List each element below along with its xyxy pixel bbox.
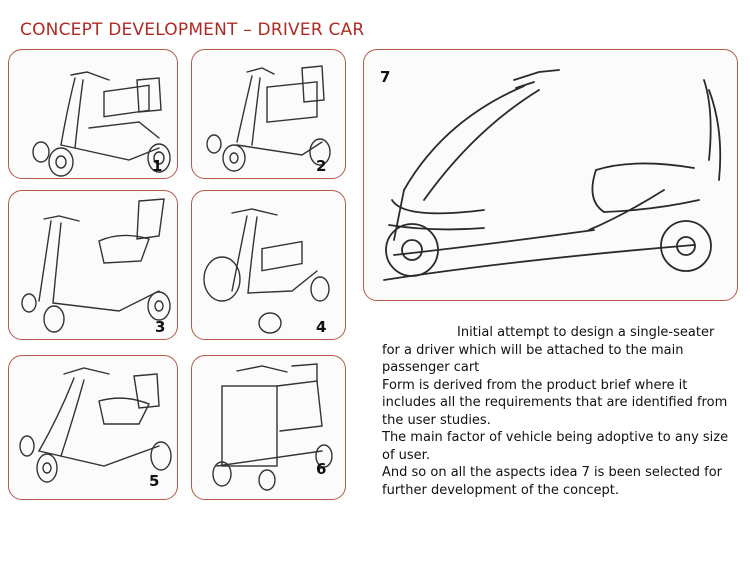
sketch-number: 6: [316, 460, 327, 478]
sketch-number: 7: [380, 68, 391, 86]
scooter-sketch-7: [383, 69, 722, 281]
sketch-panel-3: 3: [8, 190, 178, 340]
sketch-panel-5: 5: [8, 355, 178, 500]
sketch-number: 1: [152, 157, 163, 175]
sketch-number: 5: [149, 472, 160, 490]
sketch-panel-1: 1: [8, 49, 178, 179]
scooter-sketch-5: [19, 367, 172, 483]
description-line: Form is derived from the product brief w…: [382, 377, 728, 428]
page-title: CONCEPT DEVELOPMENT – DRIVER CAR: [20, 20, 365, 40]
description-line: The main factor of vehicle being adoptiv…: [382, 430, 729, 463]
sketch-panel-4: 4: [191, 190, 346, 340]
scooter-sketch-6: [212, 363, 333, 491]
sketch-panel-7: 7: [363, 49, 738, 301]
scooter-sketch-1: [32, 71, 171, 177]
sketch-panel-2: 2: [191, 49, 346, 179]
concept-description: Initial attempt to design a single-seate…: [382, 324, 734, 499]
scooter-sketch-2: [206, 65, 331, 172]
sketch-number: 2: [316, 157, 327, 175]
scooter-sketch-4: [203, 208, 330, 334]
sketch-number: 3: [155, 318, 166, 336]
sketch-number: 4: [316, 318, 327, 336]
description-line: Initial attempt to design a single-seate…: [382, 325, 715, 375]
description-line: And so on all the aspects idea 7 is been…: [382, 465, 723, 498]
scooter-sketch-3: [21, 198, 171, 333]
sketch-panel-6: 6: [191, 355, 346, 500]
